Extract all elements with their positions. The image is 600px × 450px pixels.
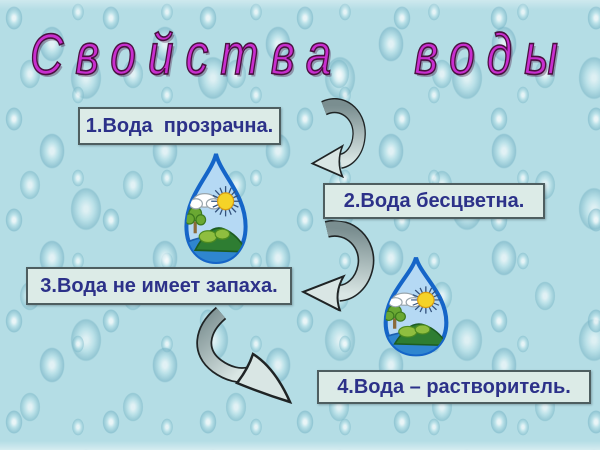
property-label-2: 2.Вода бесцветна. [343, 190, 525, 212]
arrow-band [198, 308, 252, 382]
arrow-band [325, 221, 373, 301]
property-label-3: 3.Вода не имеет запаха. [40, 275, 278, 297]
property-box-4: 4.Вода – растворитель. [317, 370, 591, 404]
arrow-band [321, 99, 365, 168]
arrow-head [310, 144, 345, 178]
water-drop-2-icon [383, 256, 449, 357]
s-curved-arrow-icon [196, 306, 293, 405]
arrow-head [234, 352, 293, 405]
property-label-4: 4.Вода – растворитель. [337, 376, 571, 398]
property-box-3: 3.Вода не имеет запаха. [26, 267, 292, 305]
property-label-1: 1.Вода прозрачна. [85, 115, 274, 137]
page-title: Свойства воды [29, 20, 570, 87]
water-drop-1-icon [184, 153, 248, 265]
hill-icon [193, 227, 246, 253]
property-box-2: 2.Вода бесцветна. [323, 183, 545, 219]
curved-arrow-1-icon [310, 98, 366, 178]
arrow-head [300, 274, 346, 313]
sun-icon [411, 286, 441, 314]
curved-arrow-2-icon [300, 219, 375, 313]
sun-icon [211, 186, 240, 217]
property-box-1: 1.Вода прозрачна. [78, 107, 281, 145]
cloud-icon [388, 292, 422, 308]
